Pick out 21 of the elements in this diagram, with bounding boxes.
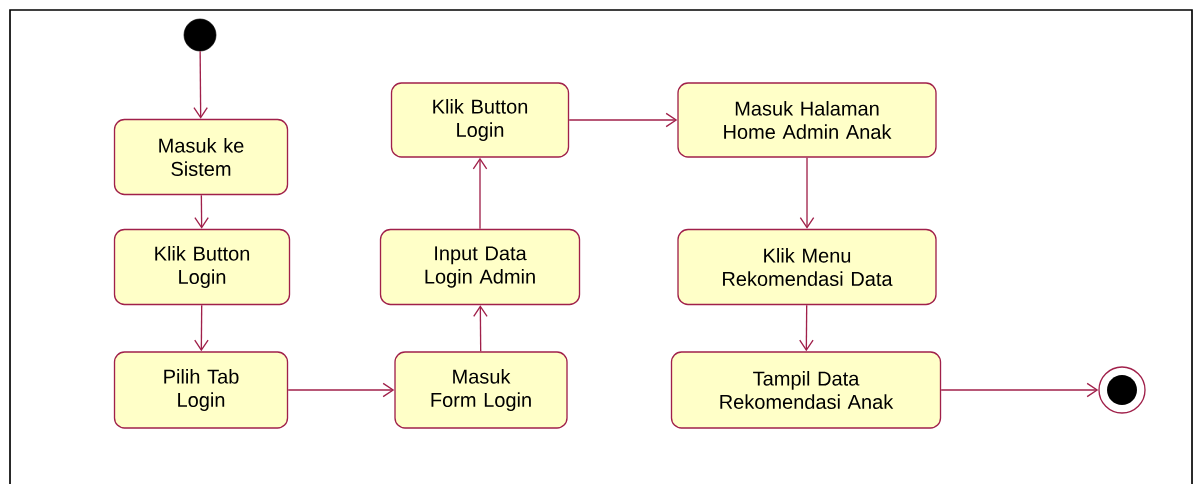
activity-box: Input Data Login Admin: [379, 228, 581, 306]
arrow: [194, 194, 209, 229]
arrow: [287, 382, 395, 398]
arrow: [940, 382, 1099, 398]
activity-box: Masuk ke Sistem: [113, 118, 289, 196]
activity-box: Masuk Halaman Home Admin Anak: [677, 82, 937, 158]
activity-box: Klik Button Login: [113, 228, 291, 306]
activity-box: Masuk Form Login: [394, 351, 568, 429]
activity-box: Klik Menu Rekomendasi Data: [677, 228, 937, 306]
arrow: [473, 305, 488, 352]
end-node: [1098, 366, 1146, 414]
arrow: [799, 304, 814, 352]
arrow: [472, 157, 488, 230]
activity-box: Tampil Data Rekomendasi Anak: [670, 351, 942, 429]
activity-box: Pilih Tab Login: [113, 351, 289, 429]
arrow: [568, 112, 678, 128]
activity-box: Klik Button Login: [390, 82, 570, 158]
arrow: [799, 157, 815, 229]
arrow: [194, 304, 209, 352]
arrow: [193, 50, 208, 119]
start-node: [183, 18, 217, 52]
